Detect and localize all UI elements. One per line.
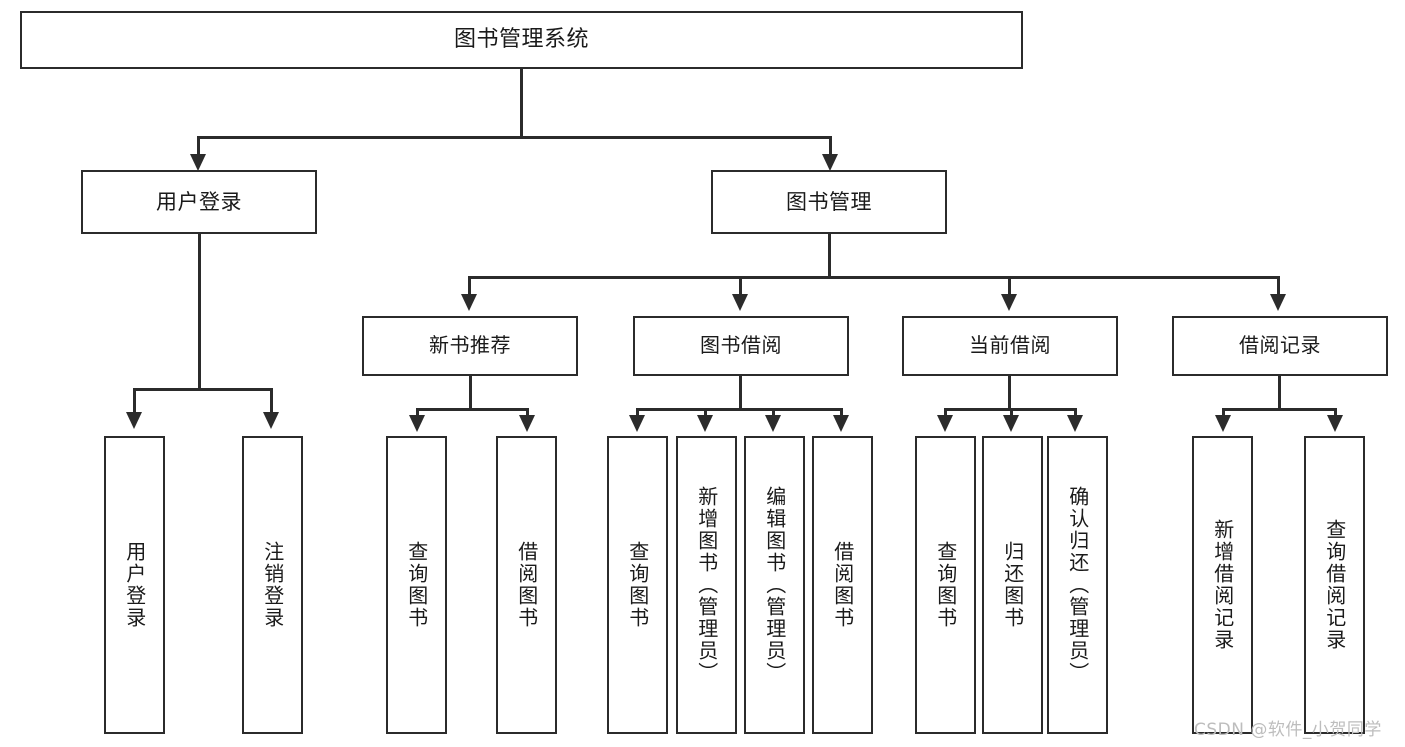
- node-leaf-confirm-return[interactable]: 确认归还（管理员）: [1047, 436, 1108, 734]
- connector-book-management-bus: [468, 276, 1280, 279]
- node-label: 图书管理: [786, 189, 872, 214]
- node-label: 图书借阅: [700, 333, 782, 358]
- node-label: 归还图书: [1000, 541, 1025, 629]
- node-label: 借阅记录: [1239, 333, 1321, 358]
- node-user-login[interactable]: 用户登录: [81, 170, 317, 234]
- node-leaf-edit-book[interactable]: 编辑图书（管理员）: [744, 436, 805, 734]
- node-leaf-query-book-3[interactable]: 查询图书: [915, 436, 976, 734]
- connector-br-drop-1: [1222, 408, 1225, 418]
- connector-bb-drop-1: [636, 408, 639, 418]
- connector-cb-drop-2: [1010, 408, 1013, 418]
- arrowhead-to-leaf-confirm-return: [1067, 415, 1083, 432]
- node-book-management[interactable]: 图书管理: [711, 170, 947, 234]
- node-leaf-borrow-book-1[interactable]: 借阅图书: [496, 436, 557, 734]
- connector-root-drop-left: [197, 136, 200, 158]
- node-current-borrow[interactable]: 当前借阅: [902, 316, 1118, 376]
- arrowhead-to-leaf-logout-login: [263, 412, 279, 429]
- node-leaf-logout-login[interactable]: 注销登录: [242, 436, 303, 734]
- arrowhead-to-leaf-query-book-1: [409, 415, 425, 432]
- connector-cb-drop-1: [944, 408, 947, 418]
- node-root-book-management-system[interactable]: 图书管理系统: [20, 11, 1023, 69]
- arrowhead-to-leaf-edit-book: [765, 415, 781, 432]
- connector-bm-drop-2: [739, 276, 742, 298]
- node-label: 确认归还（管理员）: [1065, 486, 1090, 684]
- node-leaf-add-book[interactable]: 新增图书（管理员）: [676, 436, 737, 734]
- connector-bm-drop-1: [468, 276, 471, 298]
- connector-user-login-drop-1: [133, 388, 136, 415]
- connector-nbr-bus: [416, 408, 529, 411]
- arrowhead-to-book-management: [822, 154, 838, 171]
- node-label: 借阅图书: [514, 541, 539, 629]
- arrowhead-to-leaf-user-login: [126, 412, 142, 429]
- node-leaf-query-book-2[interactable]: 查询图书: [607, 436, 668, 734]
- arrowhead-to-leaf-borrow-book-2: [833, 415, 849, 432]
- node-label: 借阅图书: [830, 541, 855, 629]
- arrowhead-to-leaf-return-book: [1003, 415, 1019, 432]
- connector-br-drop-2: [1334, 408, 1337, 418]
- node-label: 查询图书: [933, 541, 958, 629]
- connector-root-stem: [520, 69, 523, 138]
- connector-root-bus: [197, 136, 832, 139]
- node-borrow-record[interactable]: 借阅记录: [1172, 316, 1388, 376]
- arrowhead-to-borrow-record: [1270, 294, 1286, 311]
- node-leaf-query-book-1[interactable]: 查询图书: [386, 436, 447, 734]
- connector-user-login-drop-2: [270, 388, 273, 415]
- connector-bb-bus: [636, 408, 843, 411]
- node-label: 用户登录: [122, 541, 147, 629]
- arrowhead-to-new-book-recommend: [461, 294, 477, 311]
- connector-cb-stem: [1008, 376, 1011, 410]
- connector-bm-drop-4: [1277, 276, 1280, 298]
- node-leaf-borrow-book-2[interactable]: 借阅图书: [812, 436, 873, 734]
- node-label: 查询借阅记录: [1322, 519, 1347, 651]
- connector-bb-stem: [739, 376, 742, 410]
- connector-nbr-stem: [469, 376, 472, 410]
- arrowhead-to-leaf-query-borrow-record: [1327, 415, 1343, 432]
- node-label: 新增图书（管理员）: [694, 486, 719, 684]
- connector-bm-drop-3: [1008, 276, 1011, 298]
- connector-br-stem: [1278, 376, 1281, 410]
- connector-bb-drop-4: [840, 408, 843, 418]
- connector-cb-drop-3: [1074, 408, 1077, 418]
- node-label: 新增借阅记录: [1210, 519, 1235, 651]
- node-book-borrow[interactable]: 图书借阅: [633, 316, 849, 376]
- arrowhead-to-book-borrow: [732, 294, 748, 311]
- connector-book-management-stem: [828, 234, 831, 278]
- node-leaf-query-borrow-record[interactable]: 查询借阅记录: [1304, 436, 1365, 734]
- node-leaf-user-login[interactable]: 用户登录: [104, 436, 165, 734]
- connector-nbr-drop-2: [526, 408, 529, 418]
- arrowhead-to-user-login: [190, 154, 206, 171]
- connector-user-login-bus: [133, 388, 272, 391]
- node-label: 注销登录: [260, 541, 285, 629]
- connector-user-login-stem: [198, 234, 201, 390]
- node-label: 当前借阅: [969, 333, 1051, 358]
- node-label: 查询图书: [625, 541, 650, 629]
- connector-br-bus: [1222, 408, 1337, 411]
- connector-root-drop-right: [829, 136, 832, 158]
- node-label: 图书管理系统: [453, 27, 589, 53]
- node-leaf-return-book[interactable]: 归还图书: [982, 436, 1043, 734]
- connector-bb-drop-2: [704, 408, 707, 418]
- node-label: 用户登录: [156, 189, 242, 214]
- node-label: 新书推荐: [429, 333, 511, 358]
- csdn-watermark: CSDN @软件_小贺同学: [1194, 720, 1382, 740]
- arrowhead-to-leaf-add-book: [697, 415, 713, 432]
- node-label: 查询图书: [404, 541, 429, 629]
- node-leaf-add-borrow-record[interactable]: 新增借阅记录: [1192, 436, 1253, 734]
- arrowhead-to-leaf-query-book-3: [937, 415, 953, 432]
- arrowhead-to-leaf-add-borrow-record: [1215, 415, 1231, 432]
- connector-bb-drop-3: [772, 408, 775, 418]
- connector-nbr-drop-1: [416, 408, 419, 418]
- node-new-book-recommend[interactable]: 新书推荐: [362, 316, 578, 376]
- arrowhead-to-leaf-borrow-book-1: [519, 415, 535, 432]
- node-label: 编辑图书（管理员）: [762, 486, 787, 684]
- arrowhead-to-leaf-query-book-2: [629, 415, 645, 432]
- arrowhead-to-current-borrow: [1001, 294, 1017, 311]
